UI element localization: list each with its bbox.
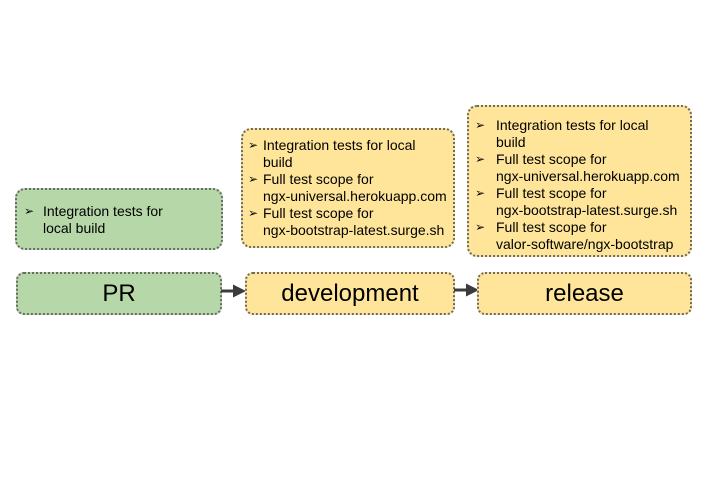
stage-development-label: development bbox=[281, 279, 419, 307]
test-item-label: Full test scope for ngx-bootstrap-latest… bbox=[263, 205, 445, 238]
arrowhead-bullet-icon: ➢ bbox=[475, 152, 486, 166]
test-item: ➢ Full test scope for ngx-bootstrap-late… bbox=[475, 185, 690, 219]
stage-pr: PR bbox=[16, 272, 222, 315]
arrowhead-bullet-icon: ➢ bbox=[248, 138, 259, 152]
stage-release: release bbox=[477, 272, 692, 315]
test-item-label: Integration tests for local build bbox=[496, 117, 649, 150]
test-item: ➢ Integration tests for local build bbox=[475, 117, 690, 151]
arrowhead-bullet-icon: ➢ bbox=[248, 172, 259, 186]
test-item-label: Full test scope for ngx-universal.heroku… bbox=[263, 171, 447, 204]
test-item: ➢ Full test scope for valor-software/ngx… bbox=[475, 219, 690, 253]
test-item: ➢ Integration tests for local build bbox=[248, 137, 453, 171]
test-item-label: Full test scope for ngx-universal.heroku… bbox=[496, 151, 680, 184]
arrow-right-icon bbox=[221, 284, 246, 298]
release-tests-box: ➢ Integration tests for local build ➢ Fu… bbox=[467, 105, 692, 257]
stage-pr-label: PR bbox=[102, 279, 136, 307]
connector-development-to-release bbox=[453, 281, 480, 299]
test-item-label: Integration tests for local build bbox=[43, 203, 163, 236]
test-item-label: Full test scope for valor-software/ngx-b… bbox=[496, 219, 674, 252]
arrowhead-bullet-icon: ➢ bbox=[24, 204, 35, 218]
test-item: ➢ Full test scope for ngx-bootstrap-late… bbox=[248, 205, 453, 239]
arrowhead-bullet-icon: ➢ bbox=[248, 206, 259, 220]
arrowhead-bullet-icon: ➢ bbox=[475, 220, 486, 234]
test-item: ➢ Full test scope for ngx-universal.hero… bbox=[248, 171, 453, 205]
test-item: ➢ Full test scope for ngx-universal.hero… bbox=[475, 151, 690, 185]
test-item-label: Full test scope for ngx-bootstrap-latest… bbox=[496, 185, 678, 218]
stage-release-label: release bbox=[545, 279, 624, 307]
test-item: ➢ Integration tests for local build bbox=[24, 203, 219, 237]
arrow-right-icon bbox=[454, 283, 479, 297]
development-tests-box: ➢ Integration tests for local build ➢ Fu… bbox=[241, 128, 455, 248]
pr-tests-box: ➢ Integration tests for local build bbox=[15, 188, 223, 250]
stage-development: development bbox=[245, 272, 455, 315]
arrowhead-bullet-icon: ➢ bbox=[475, 118, 486, 132]
test-item-label: Integration tests for local build bbox=[263, 137, 416, 170]
connector-pr-to-development bbox=[220, 282, 247, 300]
arrowhead-bullet-icon: ➢ bbox=[475, 186, 486, 200]
